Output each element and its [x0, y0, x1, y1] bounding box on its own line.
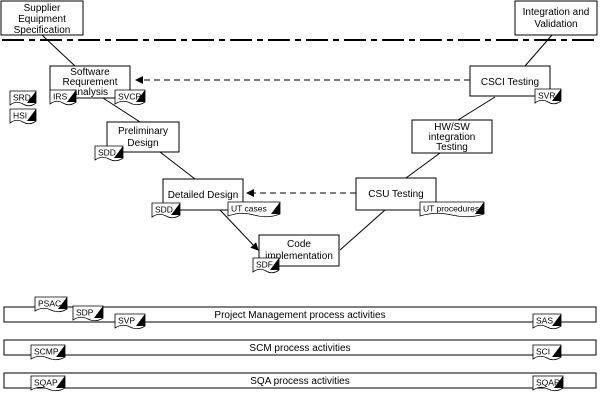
document-svcp-icon: SVCP — [114, 89, 146, 106]
swreq-line-1: Software — [70, 67, 110, 78]
csu-label: CSU Testing — [368, 189, 423, 200]
document-psac-label: PSAC — [38, 299, 61, 309]
document-sdf-icon: SDF — [252, 257, 280, 274]
document-scmp-icon: SCMP — [30, 344, 66, 361]
connector-csu-hwsw — [405, 152, 441, 179]
connector-csci-integration — [524, 34, 553, 67]
scm-process-bar: SCM process activities — [3, 339, 597, 356]
document-sdp-label: SDP — [76, 308, 94, 318]
csci-label: CSCI Testing — [481, 77, 539, 88]
document-sqap-label: SQAP — [34, 378, 58, 388]
prelim-line-2: Design — [127, 138, 158, 149]
hwsw-line-2: integration — [429, 132, 476, 143]
document-ut-cases-icon: UT cases — [227, 201, 281, 218]
document-ut-cases-label: UT cases — [231, 204, 267, 214]
document-sdd1-label: SDD — [98, 148, 116, 158]
connector-swreq-prelim — [102, 97, 141, 123]
scm-process-label: SCM process activities — [249, 343, 350, 354]
document-sas-label: SAS — [536, 316, 553, 326]
document-icons: SRD HSI IRS SVCP SVR SDD SDD UT cases UT procedu… — [9, 88, 564, 392]
document-srd-label: SRD — [13, 93, 31, 103]
document-srd-icon: SRD — [9, 90, 37, 107]
sqa-process-label: SQA process activities — [250, 376, 349, 387]
pm-process-label: Project Management process activities — [214, 310, 385, 321]
sqa-process-bar: SQA process activities — [3, 372, 597, 389]
document-ut-procedures-label: UT procedures — [423, 204, 479, 214]
connector-code-csu — [339, 209, 386, 251]
document-sqap-icon: SQAP — [30, 375, 66, 392]
prelim-line-1: Preliminary — [118, 126, 168, 137]
document-scmp-label: SCMP — [34, 347, 59, 357]
code-line-1: Code — [287, 239, 311, 250]
document-hsi-label: HSI — [13, 111, 27, 121]
pm-process-bar: Project Management process activities — [3, 306, 597, 323]
hwsw-testing-box: HW/SW integration Testing — [411, 119, 493, 154]
document-hsi-icon: HSI — [9, 108, 37, 125]
detailed-label: Detailed Design — [168, 190, 239, 201]
connector-prelim-detailed — [159, 151, 196, 180]
document-irs-icon: IRS — [49, 89, 77, 106]
document-ut-procedures-icon: UT procedures — [419, 201, 485, 218]
document-sdp-icon: SDP — [72, 305, 104, 322]
document-sdf-label: SDF — [256, 260, 273, 270]
supplier-line-1: Supplier — [24, 3, 61, 14]
connector-detailed-code — [219, 209, 259, 251]
document-svr-icon: SVR — [534, 88, 562, 105]
document-sas-icon: SAS — [532, 313, 562, 330]
document-psac-icon: PSAC — [34, 296, 68, 313]
integration-line-2: Validation — [534, 19, 577, 30]
document-svp-label: SVP — [118, 316, 135, 326]
document-sci-label: SCI — [536, 347, 550, 357]
hwsw-line-3: Testing — [436, 142, 468, 153]
document-sdd2-label: SDD — [155, 205, 173, 215]
integration-line-1: Integration and — [523, 7, 590, 18]
document-sdd2-icon: SDD — [151, 202, 181, 219]
code-line-2: implementation — [265, 251, 333, 262]
connector-supplier-swreq — [41, 34, 76, 67]
supplier-spec-box: Supplier Equipment Specification — [0, 0, 84, 36]
supplier-line-3: Specification — [14, 25, 71, 36]
integration-validation-box: Integration and Validation — [514, 0, 598, 36]
swreq-line-2: Requrement — [62, 77, 117, 88]
document-svp-icon: SVP — [114, 313, 146, 330]
document-sqar-icon: SQAR — [532, 375, 564, 392]
document-sdd1-icon: SDD — [94, 145, 124, 162]
document-svr-label: SVR — [538, 91, 555, 101]
swreq-line-3: analysis — [72, 87, 108, 98]
hwsw-line-1: HW/SW — [434, 122, 470, 133]
connector-hwsw-csci — [457, 96, 496, 121]
document-irs-label: IRS — [53, 92, 68, 102]
document-svcp-label: SVCP — [118, 92, 141, 102]
document-sci-icon: SCI — [532, 344, 562, 361]
supplier-line-2: Equipment — [18, 14, 66, 25]
document-sqar-label: SQAR — [536, 378, 560, 388]
